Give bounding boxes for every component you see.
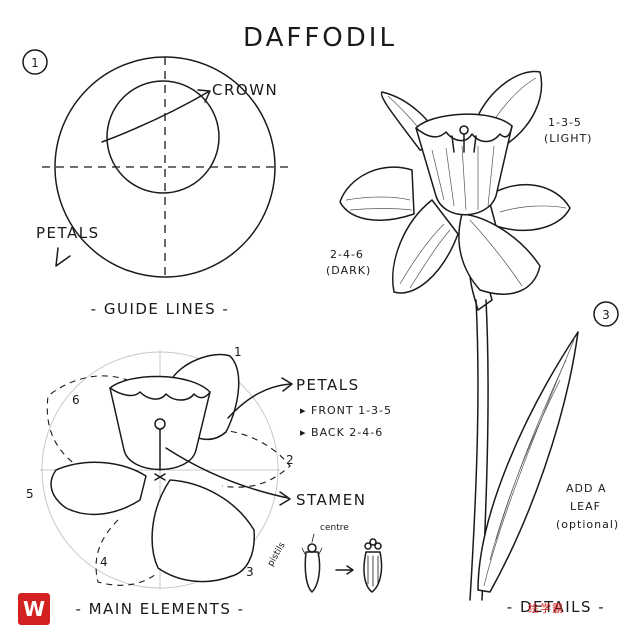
petal-number-3: 3 — [246, 565, 254, 579]
petals-front-line: ▸ FRONT 1-3-5 — [300, 404, 392, 417]
step2-main-elements: 1 2 3 4 5 6 PETALS ▸ FRONT 1-3-5 ▸ BACK … — [26, 345, 392, 618]
detail-petal-lower-left — [392, 199, 459, 294]
back-petal-4 — [95, 519, 157, 586]
front-petal-5 — [50, 461, 147, 516]
petals-heading: PETALS — [296, 376, 360, 394]
detail-pistil — [459, 125, 469, 135]
flower-stem-left-edge — [469, 299, 479, 601]
stamen-sketch-after — [363, 538, 383, 593]
stamen-head — [154, 418, 166, 430]
details-caption: - DETAILS - — [507, 598, 605, 616]
crown-shading-lines — [431, 145, 495, 211]
petal-number-2: 2 — [286, 453, 294, 467]
petals-pointer-head — [281, 377, 293, 392]
petal-number-5: 5 — [26, 487, 34, 501]
centre-label: centre — [320, 523, 349, 533]
crown-label: CROWN — [212, 81, 278, 99]
brand-logo: W — [18, 593, 50, 625]
stamen-sketch-before — [301, 533, 323, 593]
watermark-text: 绘学霸 — [528, 602, 564, 615]
guide-lines-caption: - GUIDE LINES - — [91, 300, 230, 318]
add-leaf-line3: (optional) — [556, 518, 619, 531]
stamen-pointer-arrow — [165, 447, 289, 499]
pistils-label: pistils — [266, 541, 288, 569]
centre-mark — [154, 473, 166, 481]
step1-number: 1 — [31, 56, 39, 70]
petals-guide-label: PETALS — [36, 224, 100, 242]
petals-back-line: ▸ BACK 2-4-6 — [300, 426, 383, 439]
crown-rim — [109, 387, 211, 401]
petal-number-1: 1 — [234, 345, 242, 359]
dark-petal-shading — [345, 196, 567, 289]
page-title: DAFFODIL — [243, 23, 397, 53]
light-petals-label: (LIGHT) — [544, 132, 592, 145]
main-elements-caption: - MAIN ELEMENTS - — [75, 600, 244, 618]
step3-number: 3 — [602, 308, 610, 322]
leaf — [477, 331, 579, 593]
step3-details: 3 1-3-5 (LIGHT) 2-4-6 (DARK) ADD A LEAF … — [326, 70, 619, 616]
front-petal-3 — [151, 479, 255, 583]
stamen-heading: STAMEN — [296, 491, 366, 509]
detail-petal-left — [339, 166, 415, 221]
step1-number-circle — [22, 49, 48, 75]
brand-logo-letter: W — [22, 597, 46, 621]
light-petals-numbers: 1-3-5 — [548, 116, 582, 129]
crown-arrow-head — [197, 89, 211, 103]
detail-crown — [415, 113, 513, 216]
detail-petal-right — [487, 183, 571, 232]
detail-petal-lower-right — [458, 213, 541, 295]
crown-guide-circle — [106, 80, 220, 194]
add-leaf-line1: ADD A — [566, 482, 607, 495]
detail-crown-rim — [415, 125, 513, 143]
step1-guide-lines: 1 CROWN PETALS - GUIDE LINES - — [22, 49, 290, 318]
detail-stamens — [451, 133, 477, 153]
back-petal-2 — [219, 429, 291, 488]
petal-number-4: 4 — [100, 555, 108, 569]
step3-number-circle — [593, 301, 619, 327]
dark-petals-numbers: 2-4-6 — [330, 248, 364, 261]
back-petal-6 — [46, 375, 149, 479]
dark-petals-label: (DARK) — [326, 264, 371, 277]
stamen-sketch-arrow-head — [346, 565, 354, 575]
petal-number-6: 6 — [72, 393, 80, 407]
add-leaf-line2: LEAF — [570, 500, 601, 513]
petals-pointer-arrow — [227, 383, 291, 419]
crown-arrow — [101, 91, 209, 143]
stamen-pointer-head — [279, 491, 291, 506]
petals-arrow-head — [55, 247, 71, 267]
leaf-veins — [489, 359, 567, 561]
